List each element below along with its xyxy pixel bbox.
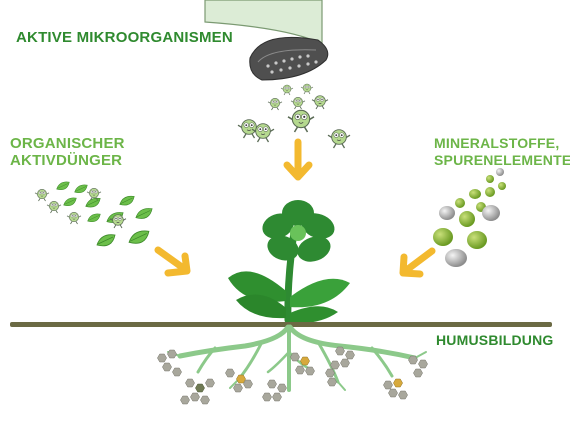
label-organic-fertilizer: ORGANISCHER AKTIVDÜNGER <box>10 135 125 169</box>
flower-icon <box>228 200 350 324</box>
ground-line <box>10 322 552 327</box>
humus-hexagon-icon <box>157 346 428 405</box>
label-organic-fertilizer-line2: AKTIVDÜNGER <box>10 152 123 169</box>
microbe-icon <box>237 83 351 149</box>
arrow-icon <box>154 138 436 278</box>
label-minerals-line2: SPURENELEMENTE <box>434 152 570 168</box>
label-microorganisms: AKTIVE MIKROORGANISMEN <box>16 29 233 46</box>
watering-can-icon <box>204 0 329 81</box>
label-minerals: MINERALSTOFFE, SPURENELEMENTE <box>434 135 570 169</box>
label-organic-fertilizer-line1: ORGANISCHER <box>10 135 125 152</box>
label-minerals-line1: MINERALSTOFFE, <box>434 135 560 151</box>
mineral-pebble-icon <box>433 168 506 267</box>
label-humus: HUMUSBILDUNG <box>436 332 554 348</box>
